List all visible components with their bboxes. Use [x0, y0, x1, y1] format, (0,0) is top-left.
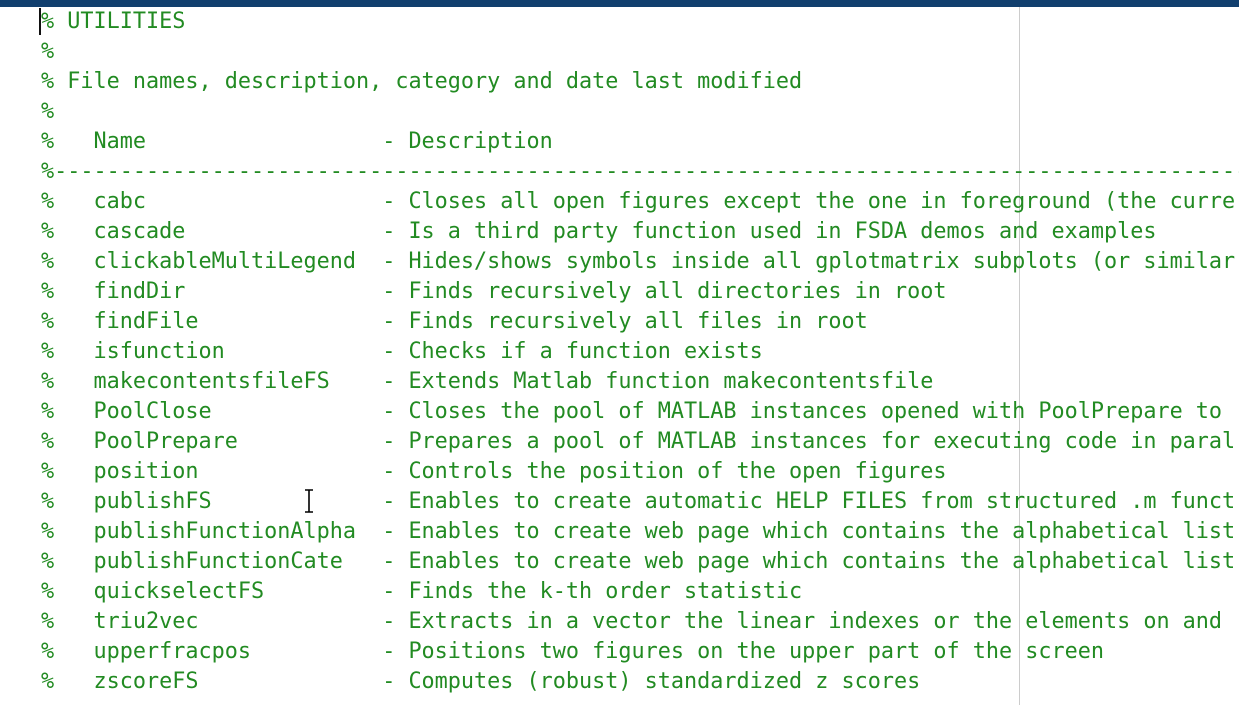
code-line[interactable]: % PoolPrepare - Prepares a pool of MATLA…	[41, 429, 1236, 454]
text-limit-guide-line	[1019, 7, 1020, 705]
code-line[interactable]: % isfunction - Checks if a function exis…	[41, 339, 763, 364]
code-line[interactable]: % quickselectFS - Finds the k-th order s…	[41, 579, 803, 604]
code-line[interactable]: % cabc - Closes all open figures except …	[41, 189, 1236, 214]
code-line[interactable]: %---------------------------------------…	[41, 159, 1239, 184]
code-line[interactable]: %	[41, 39, 55, 64]
code-line[interactable]: % findFile - Finds recursively all files…	[41, 309, 868, 334]
matlab-editor-pane[interactable]: % UTILITIES% % File names, description, c…	[0, 7, 1239, 705]
window-top-border	[0, 0, 1239, 7]
code-line[interactable]: % File names, description, category and …	[41, 69, 803, 94]
code-line[interactable]: % cascade - Is a third party function us…	[41, 219, 1157, 244]
code-line[interactable]: % publishFS - Enables to create automati…	[41, 489, 1236, 514]
code-line[interactable]: % upperfracpos - Positions two figures o…	[41, 639, 1104, 664]
code-line[interactable]: % UTILITIES	[41, 9, 186, 34]
editor-text[interactable]: % UTILITIES% % File names, description, c…	[41, 7, 1239, 697]
code-line[interactable]: % findDir - Finds recursively all direct…	[41, 279, 947, 304]
code-line[interactable]: % Name - Description	[41, 129, 553, 154]
code-line[interactable]: % makecontentsfileFS - Extends Matlab fu…	[41, 369, 934, 394]
code-line[interactable]: % publishFunctionCate - Enables to creat…	[41, 549, 1236, 574]
code-line[interactable]: % PoolClose - Closes the pool of MATLAB …	[41, 399, 1223, 424]
i-beam-mouse-cursor	[303, 488, 315, 514]
code-line[interactable]: %	[41, 99, 55, 124]
code-line[interactable]: % zscoreFS - Computes (robust) standardi…	[41, 669, 921, 694]
text-caret	[39, 8, 41, 35]
code-line[interactable]: % triu2vec - Extracts in a vector the li…	[41, 609, 1223, 634]
code-line[interactable]: % clickableMultiLegend - Hides/shows sym…	[41, 249, 1236, 274]
code-line[interactable]: % publishFunctionAlpha - Enables to crea…	[41, 519, 1236, 544]
code-line[interactable]: % position - Controls the position of th…	[41, 459, 947, 484]
